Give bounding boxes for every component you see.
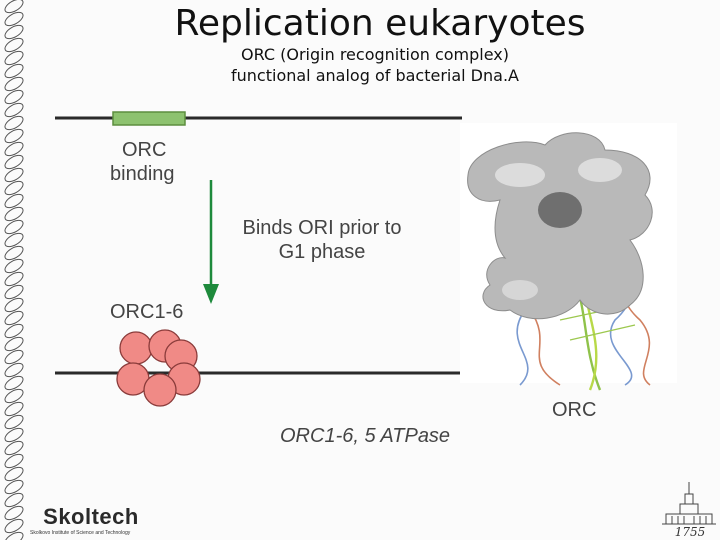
orc-binding-site [112, 111, 186, 126]
crest-year: 1755 [674, 525, 706, 539]
border-loop [4, 505, 24, 521]
orc-subunit [143, 373, 177, 407]
orc-subunit-cluster [116, 329, 201, 407]
border-loop [4, 232, 24, 248]
border-loop [4, 180, 24, 196]
border-loop [4, 427, 24, 443]
border-loop [4, 453, 24, 469]
border-loop [4, 76, 24, 92]
border-loop [4, 128, 24, 144]
border-loop [4, 518, 24, 534]
border-loop [4, 206, 24, 222]
border-loop [4, 310, 24, 326]
orc-structure-label: ORC [552, 399, 597, 421]
border-loop [4, 336, 24, 352]
border-loop [4, 323, 24, 339]
binds-ori-label: Binds ORI prior to G1 phase [230, 216, 414, 264]
border-loop [4, 154, 24, 170]
border-loop [4, 37, 24, 53]
orc-subunit [119, 331, 153, 365]
border-loop [4, 167, 24, 183]
border-loop [4, 193, 24, 209]
orc-dna-structure [460, 123, 677, 391]
border-loop [4, 297, 24, 313]
orc-binding-line-1: ORC [122, 139, 167, 161]
logo-name: Skoltech [43, 504, 139, 529]
border-loop [4, 115, 24, 131]
border-loop [4, 440, 24, 456]
subtitle-line-2: functional analog of bacterial Dna.A [231, 66, 519, 85]
border-loop [4, 258, 24, 274]
border-loop [4, 271, 24, 287]
border-loop [4, 388, 24, 404]
border-loop [4, 362, 24, 378]
border-loop [4, 245, 24, 261]
slide-title: Replication eukaryotes [174, 3, 586, 44]
border-loop [4, 466, 24, 482]
border-loop [4, 11, 24, 27]
border-loop [4, 375, 24, 391]
border-loop [4, 401, 24, 417]
border-loop [4, 219, 24, 235]
university-crest [662, 482, 716, 525]
border-loop [4, 349, 24, 365]
border-loop [4, 102, 24, 118]
binds-ori-line-2: G1 phase [278, 241, 366, 263]
border-loop [4, 141, 24, 157]
orc-binding-line-2: binding [110, 163, 175, 185]
border-loop [4, 63, 24, 79]
border-loop [4, 479, 24, 495]
border-loop [4, 531, 24, 540]
border-loop [4, 24, 24, 40]
decorative-border [4, 0, 24, 540]
skoltech-logo: Skoltech Skolkovo Institute of Science a… [30, 500, 152, 540]
border-loop [4, 284, 24, 300]
binds-ori-line-1: Binds ORI prior to [242, 217, 402, 239]
orc16-atpase-label: ORC1-6, 5 ATPase [280, 425, 451, 447]
orc-binding-label: ORC binding [110, 138, 175, 186]
slide-subtitle: ORC (Origin recognition complex) functio… [180, 44, 570, 86]
border-loop [4, 492, 24, 508]
border-loop [4, 0, 24, 14]
subtitle-line-1: ORC (Origin recognition complex) [240, 45, 510, 64]
border-loop [4, 414, 24, 430]
logo-tagline: Skolkovo Institute of Science and Techno… [30, 530, 131, 536]
border-loop [4, 89, 24, 105]
orc16-label: ORC1-6 [110, 301, 184, 323]
binding-arrow-head [203, 284, 219, 304]
border-loop [4, 50, 24, 66]
